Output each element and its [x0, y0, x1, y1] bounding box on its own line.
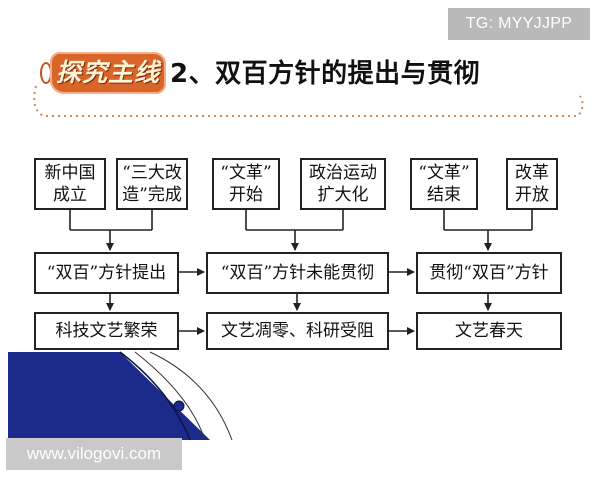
watermark-url: www.vilogovi.com [6, 438, 182, 470]
stage-box-proposed: “双百”方针提出 [34, 252, 179, 294]
blue-corner-decoration [8, 351, 233, 441]
event-line: 成立 [53, 185, 87, 205]
event-line: 政治运动 [309, 163, 377, 183]
event-box-cr-end: “文革” 结束 [410, 158, 478, 210]
outcome-box-prosperity: 科技文艺繁荣 [34, 312, 179, 350]
stage-box-not-implemented: “双百”方针未能贯彻 [206, 252, 389, 294]
event-line: 造”完成 [122, 185, 182, 205]
event-box-cr-start: “文革” 开始 [212, 158, 280, 210]
watermark-badge: TG: MYYJJPP [448, 8, 590, 40]
event-line: 结束 [427, 185, 461, 205]
page-title: 2、双百方针的提出与贯彻 [170, 59, 481, 89]
event-line: 新中国 [44, 163, 96, 183]
outcome-label: 科技文艺繁荣 [55, 321, 158, 341]
stage-label: 贯彻“双百”方针 [429, 263, 549, 283]
outcome-box-spring: 文艺春天 [416, 312, 562, 350]
event-line: “文革” [418, 163, 470, 183]
stage-label: “双百”方针提出 [46, 263, 167, 283]
explore-badge [50, 52, 166, 94]
event-line: 开始 [229, 185, 263, 205]
explore-badge-label: 探究主线 [55, 58, 160, 87]
event-line: 改革 [515, 163, 549, 183]
event-box-reform-opening: 改革 开放 [506, 158, 558, 210]
outcome-label: 文艺春天 [455, 321, 523, 341]
stage-box-implemented: 贯彻“双百”方针 [416, 252, 562, 294]
outcome-label: 文艺凋零、科研受阻 [221, 321, 374, 341]
event-box-prc-founding: 新中国 成立 [34, 158, 106, 210]
event-box-three-reforms: “三大改 造”完成 [116, 158, 188, 210]
event-line: “文革” [220, 163, 272, 183]
event-line: 开放 [515, 185, 549, 205]
header-dotted-line [33, 85, 584, 117]
outcome-box-decline: 文艺凋零、科研受阻 [206, 312, 389, 350]
event-box-political-campaigns: 政治运动 扩大化 [300, 158, 386, 210]
event-line: 扩大化 [317, 185, 369, 205]
stage-label: “双百”方针未能贯彻 [220, 263, 375, 283]
event-line: “三大改 [122, 163, 182, 183]
